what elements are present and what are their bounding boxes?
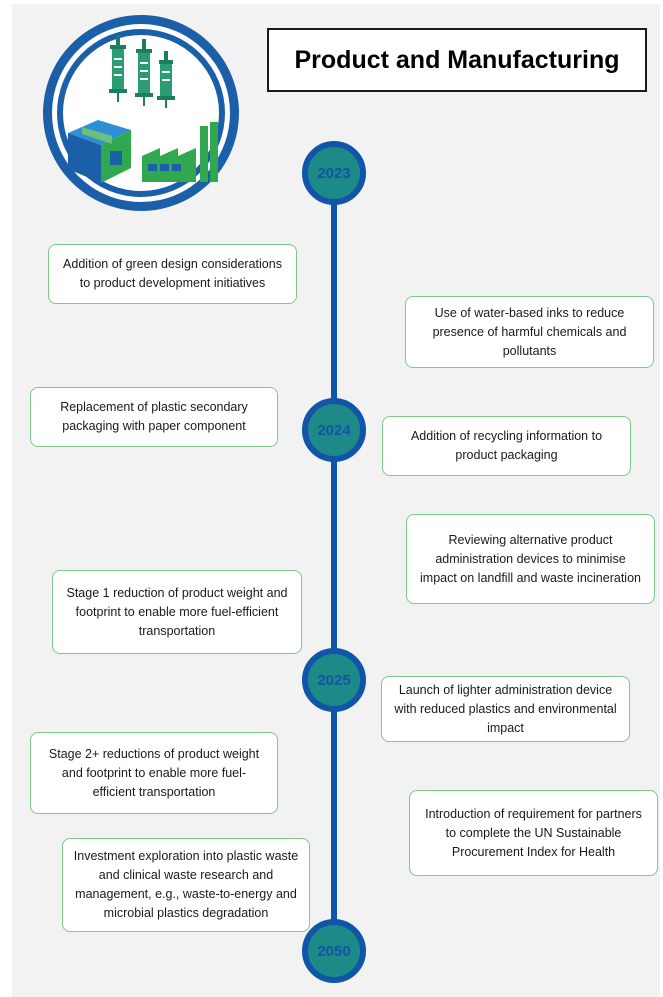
- syringe-icon: [109, 35, 175, 108]
- product-manufacturing-logo: [43, 15, 239, 211]
- event-green-design: Addition of green design considerations …: [48, 244, 297, 304]
- page-title: Product and Manufacturing: [267, 28, 647, 92]
- event-waste-research: Investment exploration into plastic wast…: [62, 838, 310, 932]
- timeline-line: [331, 170, 337, 955]
- event-recycling-info: Addition of recycling information to pro…: [382, 416, 631, 476]
- event-stage1-reduction: Stage 1 reduction of product weight and …: [52, 570, 302, 654]
- event-water-based-inks: Use of water-based inks to reduce presen…: [405, 296, 654, 368]
- event-lighter-device: Launch of lighter administration device …: [381, 676, 630, 742]
- factory-icon: [142, 122, 218, 182]
- year-node-2024: 2024: [302, 398, 366, 462]
- year-node-2050: 2050: [302, 919, 366, 983]
- event-alternative-devices: Reviewing alternative product administra…: [406, 514, 655, 604]
- event-stage2-reduction: Stage 2+ reductions of product weight an…: [30, 732, 278, 814]
- event-un-procurement-index: Introduction of requirement for partners…: [409, 790, 658, 876]
- year-node-2023: 2023: [302, 141, 366, 205]
- year-node-2025: 2025: [302, 648, 366, 712]
- package-box-icon: [68, 120, 131, 183]
- event-paper-packaging: Replacement of plastic secondary packagi…: [30, 387, 278, 447]
